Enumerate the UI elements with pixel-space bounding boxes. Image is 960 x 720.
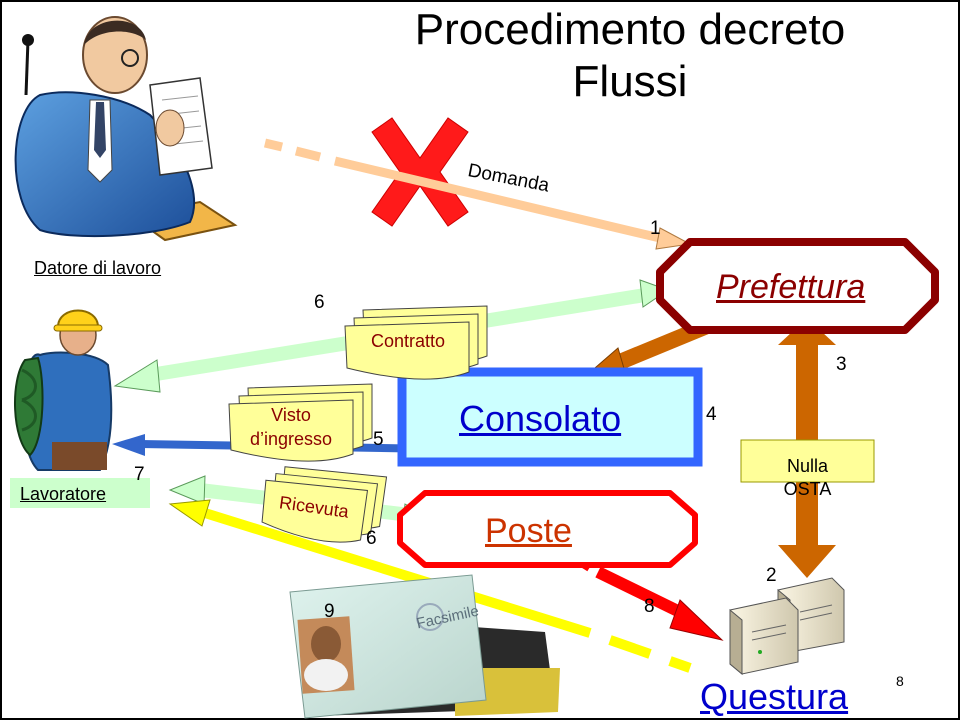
questura-label[interactable]: Questura — [700, 676, 849, 717]
consolato-shape — [397, 367, 703, 467]
title-line2: Flussi — [572, 57, 688, 106]
poste-label[interactable]: Poste — [485, 512, 572, 550]
title-line1: Procedimento decreto — [414, 5, 846, 54]
prefettura-label[interactable]: Prefettura — [716, 268, 866, 306]
visto-label-line1: Visto — [271, 405, 311, 425]
visto-document — [228, 383, 373, 462]
poste-shape — [397, 490, 698, 568]
step-number: 1 — [650, 218, 661, 239]
step-number: 3 — [836, 354, 847, 375]
lavoratore-label[interactable]: Lavoratore — [20, 484, 107, 504]
step-number: 9 — [324, 601, 335, 622]
step-number: 6 — [314, 292, 325, 313]
contratto-document — [344, 305, 488, 380]
consolato-label[interactable]: Consolato — [459, 398, 622, 439]
datore-label[interactable]: Datore di lavoro — [34, 258, 162, 278]
step-number: 8 — [644, 596, 655, 617]
prefettura-shape — [656, 238, 939, 334]
nulla-osta-line1: Nulla — [786, 456, 829, 476]
nulla-osta-box — [740, 439, 875, 483]
businessman-reading-icon — [14, 16, 238, 242]
step-number: 6 — [366, 528, 377, 549]
server-computers-icon — [729, 577, 845, 676]
step-number: 7 — [134, 464, 145, 485]
lavoratore-box — [10, 478, 150, 508]
step-number: 4 — [706, 404, 717, 425]
arrow-permesso — [168, 499, 692, 673]
nulla-osta-line2: OSTA — [783, 479, 832, 499]
page-number: 8 — [896, 673, 904, 689]
ricevuta-document — [261, 466, 388, 543]
step-number: 2 — [766, 565, 777, 586]
red-x-icon — [371, 117, 469, 227]
visto-label-line2: d’ingresso — [249, 429, 333, 449]
arrow-domanda — [263, 138, 692, 250]
id-card-icon — [289, 574, 560, 719]
construction-worker-icon — [13, 309, 113, 471]
contratto-label: Contratto — [370, 331, 446, 351]
step-number: 5 — [373, 429, 384, 450]
